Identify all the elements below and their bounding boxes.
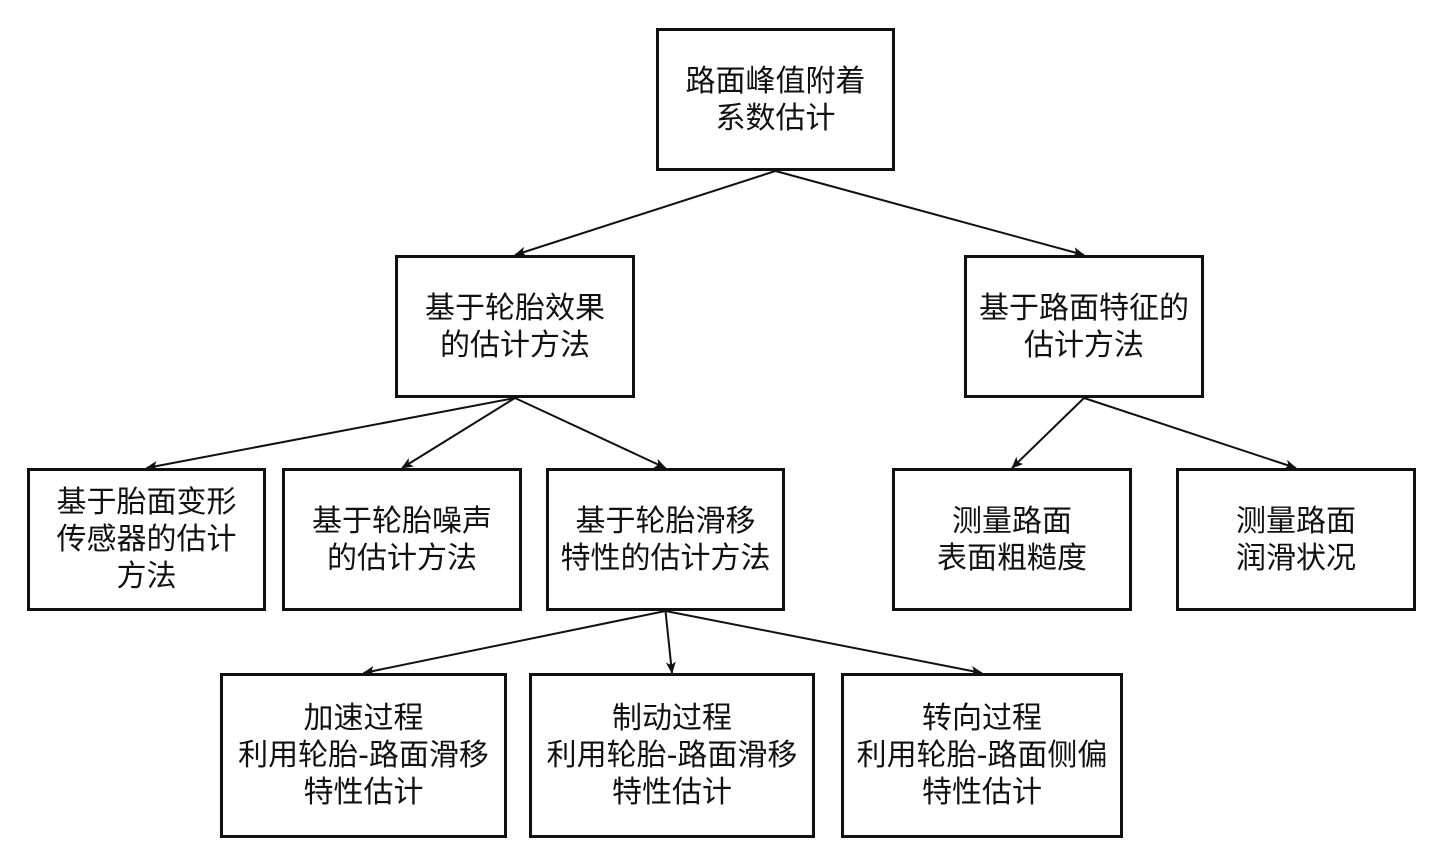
node-road-wetness-label: 测量路面 润滑状况 [1236, 503, 1356, 576]
node-road-feature-method: 基于路面特征的 估计方法 [964, 255, 1204, 398]
node-road-roughness: 测量路面 表面粗糙度 [892, 468, 1132, 611]
node-tire-effect-method-label: 基于轮胎效果 的估计方法 [425, 290, 605, 363]
arrow-tire_effect-to-tread_deformation [145, 397, 516, 471]
node-tire-noise-method: 基于轮胎噪声 的估计方法 [282, 468, 522, 611]
node-tire-effect-method: 基于轮胎效果 的估计方法 [395, 255, 635, 398]
arrow-tire_slip-to-braking [664, 610, 676, 674]
node-tire-slip-method: 基于轮胎滑移 特性的估计方法 [546, 468, 785, 611]
node-acceleration-process-label: 加速过程 利用轮胎-路面滑移 特性估计 [238, 701, 489, 810]
arrow-tire_effect-to-tire_slip [514, 397, 667, 469]
node-road-feature-method-label: 基于路面特征的 估计方法 [979, 290, 1189, 363]
node-tire-noise-method-label: 基于轮胎噪声 的估计方法 [312, 503, 492, 576]
arrow-tire_slip-to-steering [665, 610, 983, 676]
node-steering-process: 转向过程 利用轮胎-路面侧偏 特性估计 [841, 673, 1123, 838]
arrow-root-to-road_feature [775, 170, 1085, 257]
node-braking-process-label: 制动过程 利用轮胎-路面滑移 特性估计 [546, 701, 798, 810]
node-tread-deformation-sensor-label: 基于胎面变形 传感器的估计 方法 [56, 485, 237, 594]
node-road-wetness: 测量路面 润滑状况 [1176, 468, 1416, 611]
node-tire-slip-method-label: 基于轮胎滑移 特性的估计方法 [560, 503, 771, 576]
node-tread-deformation-sensor: 基于胎面变形 传感器的估计 方法 [27, 468, 266, 611]
arrow-tire_effect-to-tire_noise [401, 397, 516, 469]
node-road-roughness-label: 测量路面 表面粗糙度 [937, 503, 1087, 576]
node-steering-process-label: 转向过程 利用轮胎-路面侧偏 特性估计 [856, 701, 1108, 810]
arrow-road_feature-to-road_roughness [1011, 397, 1085, 469]
node-braking-process: 制动过程 利用轮胎-路面滑移 特性估计 [529, 673, 815, 838]
node-root-label: 路面峰值附着 系数估计 [685, 63, 866, 136]
node-acceleration-process: 加速过程 利用轮胎-路面滑移 特性估计 [220, 673, 507, 838]
arrow-root-to-tire_effect [514, 170, 776, 257]
arrow-road_feature-to-road_wetness [1083, 397, 1297, 470]
node-root: 路面峰值附着 系数估计 [656, 28, 895, 171]
arrow-tire_slip-to-acceleration [362, 610, 666, 676]
